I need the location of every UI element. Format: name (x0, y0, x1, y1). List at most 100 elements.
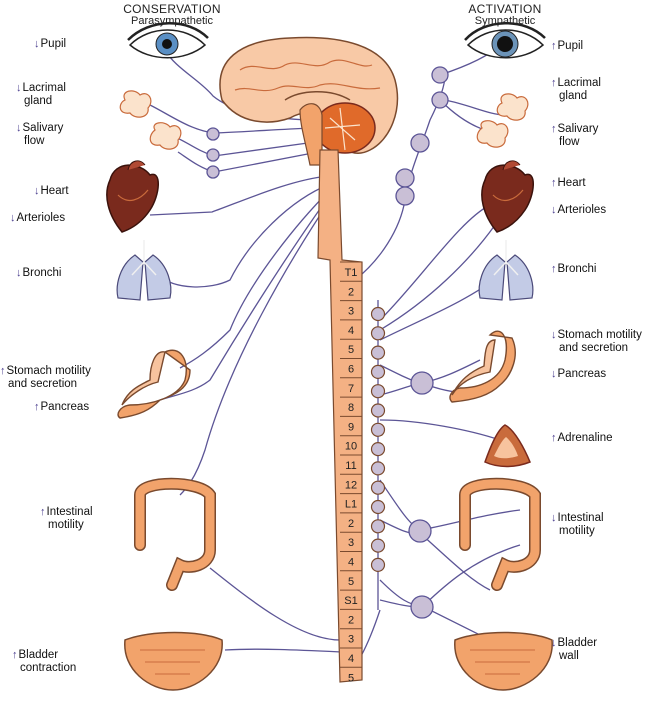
label-text: motility (48, 519, 84, 531)
label-text: contraction (20, 662, 77, 674)
right-label-pupil: ↑Pupil (551, 40, 583, 53)
arrow-up-icon: ↑ (551, 263, 557, 275)
segment-label: 3 (348, 634, 354, 646)
left-label-pancreas: ↑Pancreas (34, 401, 89, 414)
segment-label: S1 (344, 595, 357, 607)
sympathetic-chain-ganglia (370, 306, 386, 573)
label-text: motility (559, 525, 595, 537)
left-label-bronchi: ↓Bronchi (16, 267, 62, 280)
cranial-ganglia (206, 127, 220, 179)
lungs-left (116, 240, 172, 301)
label-text: Intestinal (557, 512, 604, 524)
salivary-gland-left (149, 122, 182, 150)
parasympathetic-subtitle: Parasympathetic (131, 15, 213, 27)
bladder-right (454, 631, 553, 691)
label-text: Bladder (557, 637, 598, 649)
arrow-down-icon: ↓ (551, 637, 557, 649)
arrow-down-icon: ↓ (551, 368, 557, 380)
segment-label: 3 (348, 537, 354, 549)
segment-label: 5 (348, 344, 354, 356)
arrow-down-icon: ↓ (34, 38, 40, 50)
nerve-vagus-stomach (179, 189, 331, 369)
salivary-gland-right (476, 120, 509, 148)
cervical-ganglia (395, 66, 449, 206)
segment-label: 11 (345, 460, 356, 472)
segment-label: 4 (348, 557, 354, 569)
chain-ganglion (370, 557, 386, 573)
label-text: Stomach motility (6, 365, 91, 377)
segment-label: 4 (348, 653, 354, 665)
chain-ganglion (370, 326, 386, 341)
arrow-up-icon: ↑ (0, 365, 6, 377)
nerve-vagus-heart (149, 175, 329, 216)
label-text: gland (24, 95, 53, 107)
intestine-right-fill (460, 479, 540, 590)
nerve-symp-adrenal (379, 419, 501, 441)
bladder-left (124, 631, 223, 691)
label-text: Adrenaline (557, 432, 613, 444)
label-text: Heart (40, 185, 69, 197)
right-label-pancreas: ↓Pancreas (551, 368, 606, 381)
lungs-right (478, 240, 534, 301)
brainstem (299, 103, 323, 166)
segment-label: 6 (348, 364, 354, 376)
heart-left (106, 160, 159, 233)
nerve-salivary-para (169, 134, 316, 157)
segment-label: 10 (345, 441, 357, 453)
arrow-up-icon: ↑ (40, 506, 46, 518)
eye-right (464, 22, 546, 59)
label-text: and secretion (559, 342, 629, 354)
chain-ganglion (370, 403, 386, 418)
label-text: Lacrimal (557, 77, 601, 89)
label-text: gland (559, 90, 588, 102)
nerve-vagus-bronchi (157, 183, 331, 288)
nerve-symp-arteriole (379, 224, 496, 331)
header-conservation: CONSERVATION Parasympathetic (112, 3, 232, 27)
segment-label: 5 (348, 672, 354, 684)
arrow-up-icon: ↑ (34, 401, 40, 413)
nerve-symp-heart (379, 204, 491, 321)
adrenal-gland (484, 424, 531, 468)
segment-label: L1 (345, 499, 357, 511)
right-label-heart: ↑Heart (551, 177, 586, 190)
label-text: Arterioles (557, 204, 607, 216)
right-label-arterioles: ↓Arterioles (551, 204, 606, 217)
label-text: Pupil (557, 40, 584, 52)
label-text: flow (559, 136, 580, 148)
label-text: Bladder (18, 649, 59, 661)
segment-label: T1 (345, 267, 358, 279)
label-text: wall (559, 650, 579, 662)
label-text: Pancreas (40, 401, 90, 413)
nerve-vagus-pancreas (159, 194, 331, 401)
segment-label: 2 (348, 286, 354, 298)
chain-ganglion (370, 345, 386, 360)
segment-label: 4 (348, 325, 354, 337)
nerve-vagus-intestine (179, 199, 331, 496)
right-label-adrenaline: ↑Adrenaline (551, 432, 612, 445)
sympathetic-subtitle: Sympathetic (474, 15, 536, 27)
brain (219, 36, 399, 166)
eye-left (127, 22, 209, 59)
nerve-cranial3 (177, 151, 319, 173)
chain-ganglion (370, 519, 386, 534)
chain-ganglion (370, 384, 386, 399)
segment-label: 2 (348, 518, 354, 530)
left-label-arterioles: ↓Arterioles (10, 212, 65, 225)
conservation-title: CONSERVATION (123, 2, 221, 16)
label-text: Heart (557, 177, 586, 189)
intestine-left-fill (135, 479, 215, 590)
arrow-down-icon: ↓ (551, 329, 557, 341)
arrow-up-icon: ↑ (551, 432, 557, 444)
chain-ganglion (370, 480, 386, 495)
lacrimal-gland-right (496, 93, 529, 121)
nerve-sacral-colon (209, 567, 341, 641)
